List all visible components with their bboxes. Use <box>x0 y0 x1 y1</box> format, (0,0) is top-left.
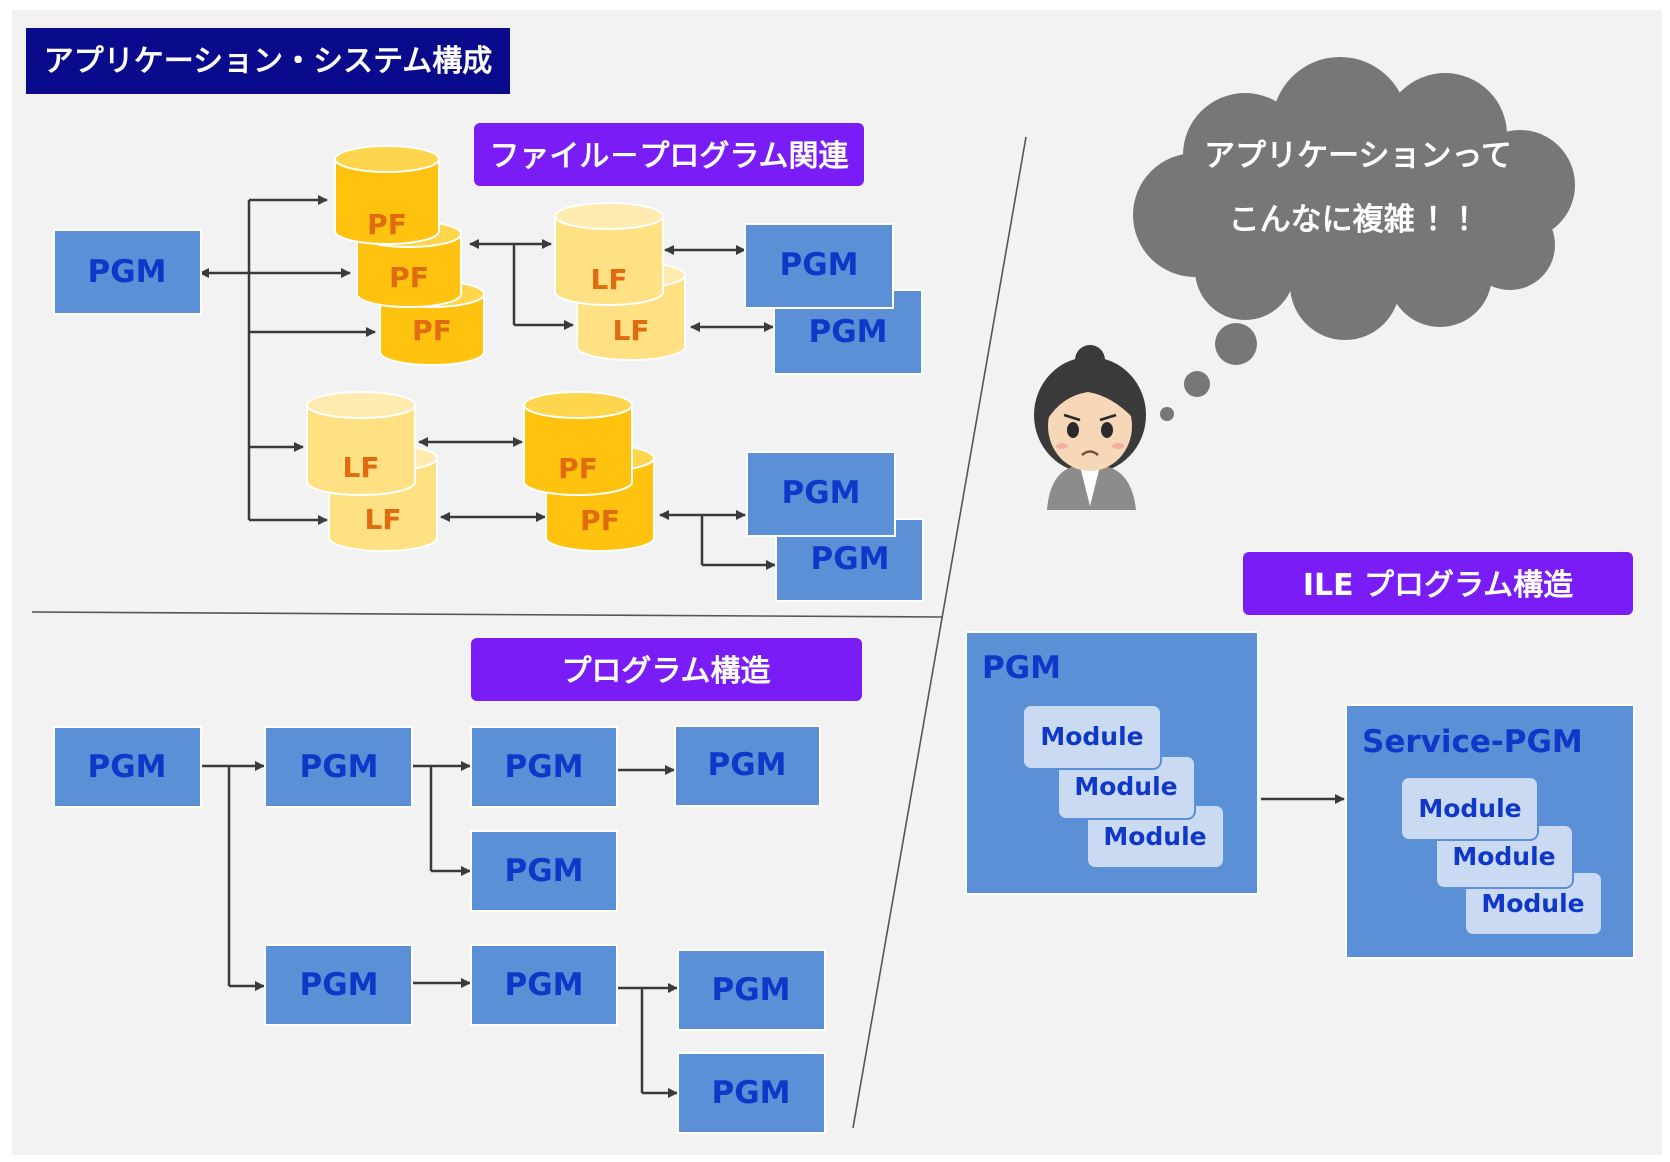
svg-text:PGM: PGM <box>87 749 166 785</box>
svg-text:Module: Module <box>1074 772 1177 801</box>
svg-text:PF: PF <box>412 314 452 347</box>
svg-text:Module: Module <box>1481 889 1584 918</box>
pgm-box: PGM <box>53 229 202 315</box>
pgm-box: PGM <box>470 944 618 1026</box>
svg-text:PGM: PGM <box>808 314 887 350</box>
service-pgm-label: Service-PGM <box>1362 724 1583 760</box>
database-lf: LF <box>306 391 416 496</box>
horizontal-divider <box>31 611 944 618</box>
pgm-box: PGM <box>470 830 618 912</box>
svg-text:PGM: PGM <box>504 967 583 1003</box>
svg-text:Module: Module <box>1452 842 1555 871</box>
thought-cloud <box>1133 57 1575 340</box>
svg-text:PGM: PGM <box>779 247 858 283</box>
svg-text:PF: PF <box>580 504 620 537</box>
thought-bubble-dots <box>1160 323 1257 421</box>
program-structure-connectors <box>201 761 678 1098</box>
thought-line-2: こんなに複雑 ！！ <box>1229 202 1488 238</box>
database-pf: PF <box>334 145 440 245</box>
section-title-file-program: ファイル－プログラム関連 <box>489 139 849 174</box>
svg-text:PF: PF <box>389 261 429 294</box>
svg-text:PF: PF <box>558 452 598 485</box>
module-box: Module <box>1400 776 1539 841</box>
file-program-connectors <box>199 195 776 570</box>
svg-text:PGM: PGM <box>504 853 583 889</box>
svg-text:PGM: PGM <box>707 747 786 783</box>
pgm-box: PGM <box>470 726 618 808</box>
pgm-box: PGM <box>744 223 894 309</box>
svg-text:PGM: PGM <box>299 967 378 1003</box>
svg-text:PGM: PGM <box>810 541 889 577</box>
title-bar <box>26 28 510 94</box>
pgm-box: PGM <box>677 949 826 1031</box>
module-box: Module <box>1086 804 1225 869</box>
svg-text:LF: LF <box>613 314 650 347</box>
thought-line-1: アプリケーションって <box>1204 138 1512 174</box>
svg-text:Module: Module <box>1418 794 1521 823</box>
svg-text:PF: PF <box>367 208 407 241</box>
module-box: Module <box>1435 824 1574 889</box>
module-box: Module <box>1057 755 1196 820</box>
pgm-box: PGM <box>264 944 413 1026</box>
svg-text:PGM: PGM <box>299 749 378 785</box>
ile-pgm-label: PGM <box>982 650 1061 686</box>
section-title-program-structure: プログラム構造 <box>561 654 770 689</box>
vertical-divider <box>852 136 1027 1129</box>
svg-text:PGM: PGM <box>781 475 860 511</box>
service-pgm-container: Service-PGM Module Module Module <box>1345 704 1635 959</box>
svg-text:Module: Module <box>1103 822 1206 851</box>
pgm-box: PGM <box>677 1052 826 1134</box>
svg-text:LF: LF <box>591 263 628 296</box>
svg-text:PGM: PGM <box>87 254 166 290</box>
section-header-ile <box>1243 552 1633 615</box>
pgm-box: PGM <box>264 726 413 808</box>
database-lf: LF <box>554 202 664 306</box>
section-header-file-program <box>474 123 864 186</box>
svg-text:Module: Module <box>1040 722 1143 751</box>
pgm-box: PGM <box>674 725 821 807</box>
pgm-box: PGM <box>746 451 896 537</box>
svg-text:PGM: PGM <box>504 749 583 785</box>
section-header-program-structure <box>471 638 862 701</box>
page-title: アプリケーション・システム構成 <box>44 44 493 79</box>
worried-person-icon <box>1034 345 1146 510</box>
svg-text:LF: LF <box>365 503 402 536</box>
ile-pgm-container: PGM Module Module Module <box>965 631 1259 895</box>
pgm-box: PGM <box>53 726 202 808</box>
pgm-box: PGM <box>775 518 924 602</box>
svg-text:PGM: PGM <box>711 1075 790 1111</box>
svg-text:LF: LF <box>343 451 380 484</box>
module-box: Module <box>1022 704 1162 770</box>
database-pf: PF <box>523 391 633 496</box>
section-title-ile: ILE プログラム構造 <box>1303 568 1573 603</box>
svg-text:PGM: PGM <box>711 972 790 1008</box>
